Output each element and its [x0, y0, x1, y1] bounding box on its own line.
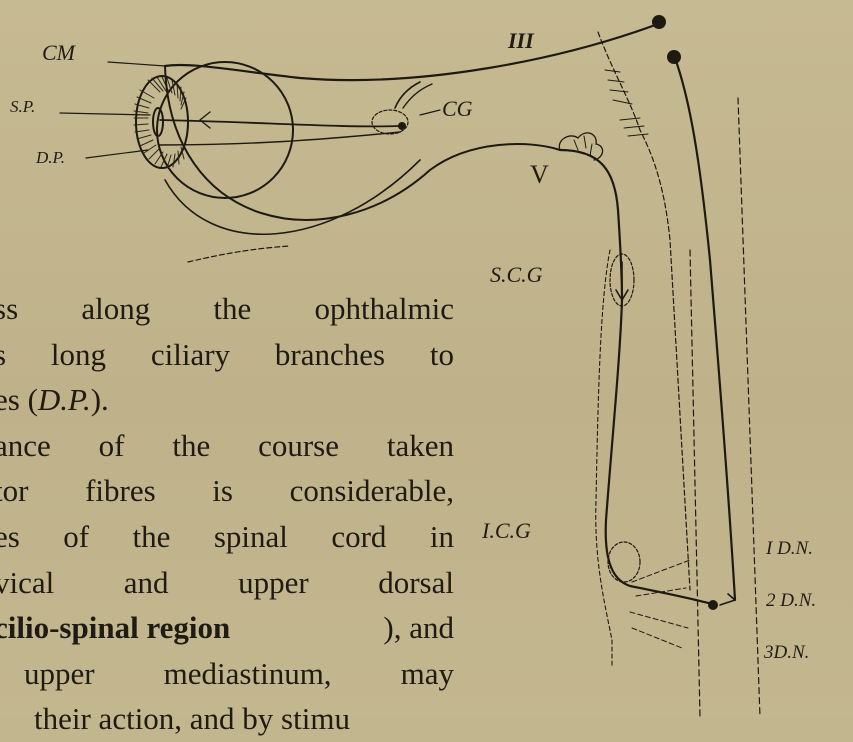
brainstem-outline [598, 32, 690, 590]
sympathetic-fibre [560, 150, 622, 300]
cord-boundary-right [738, 98, 760, 717]
label-third-nerve: III [508, 28, 534, 54]
text-line: their action, and by stimu [0, 696, 454, 742]
text-line: cilio-spinal region), and [0, 605, 454, 651]
label-fifth-nerve: V [530, 160, 549, 190]
short-ciliary-nerve [160, 120, 400, 126]
leader-cg [420, 110, 440, 115]
spinal-cord-pathway [675, 58, 735, 600]
book-page: CM S.P. D.P. CG III V S.C.G I.C.G I D.N.… [0, 0, 853, 717]
label-ciliary-ganglion: CG [442, 96, 473, 122]
third-to-ganglion [395, 82, 420, 108]
label-second-dorsal-nerve: 2 D.N. [766, 590, 816, 612]
label-superior-cervical-ganglion: S.C.G [490, 262, 543, 288]
third-nerve-path [165, 24, 658, 80]
sympathetic-chain [606, 300, 712, 604]
text-line: torfibresisconsiderable, [0, 468, 454, 514]
label-dilator-pupillae: D.P. [36, 148, 65, 168]
leader-cm [108, 62, 165, 66]
label-ciliary-muscle: CM [42, 40, 75, 66]
label-third-dorsal-nerve: 3D.N. [764, 642, 809, 664]
third-to-ganglion-2 [403, 84, 432, 108]
long-ciliary-nerve [160, 132, 400, 145]
label-short-posterior: S.P. [10, 97, 35, 117]
ciliary-ganglion [372, 110, 408, 134]
label-inferior-cervical-ganglion: I.C.G [482, 518, 531, 544]
trigeminal-ganglion [559, 133, 602, 160]
orbit-lower-curve [165, 66, 560, 220]
text-line: es (D.P.). [0, 377, 454, 423]
orbit-lower-curve-2 [165, 160, 420, 234]
leader-dp [86, 150, 148, 158]
inferior-cervical-ganglion [608, 542, 640, 582]
label-first-dorsal-nerve: I D.N. [766, 538, 813, 560]
cord-boundary-inner [690, 250, 700, 717]
